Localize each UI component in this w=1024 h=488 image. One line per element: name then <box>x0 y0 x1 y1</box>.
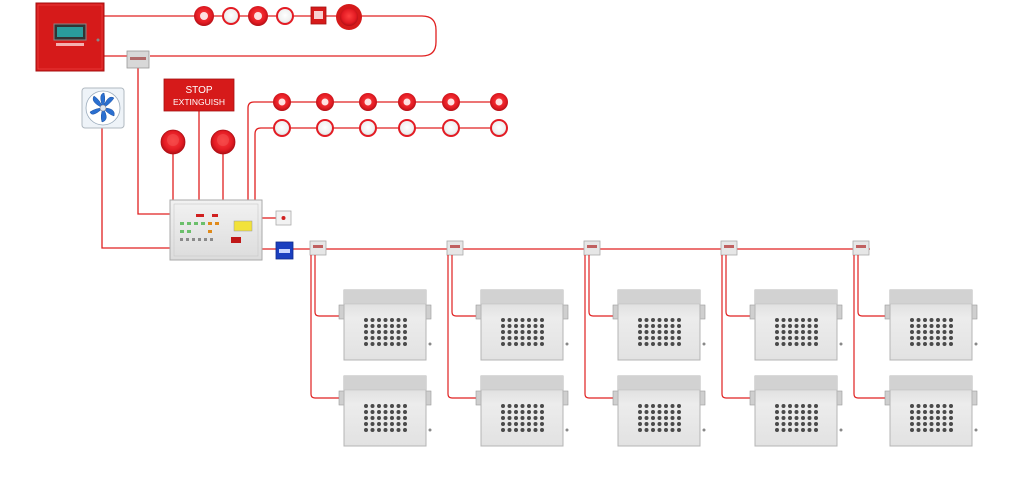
detector-row-zone2 <box>273 119 508 137</box>
heat-detector-icon <box>398 119 416 137</box>
junction-box-icon <box>720 240 738 256</box>
junction-box-icon <box>852 240 870 256</box>
aerosol-generator-icon <box>884 375 978 447</box>
heat-detector-icon <box>359 119 377 137</box>
stop-sign-line2: EXTINGUISH <box>173 97 225 107</box>
smoke-detector-icon <box>194 6 214 26</box>
stop-extinguish-sign: STOP EXTINGUISH <box>163 78 235 112</box>
aerosol-generator-icon <box>884 289 978 361</box>
ventilation-fan-icon <box>81 87 125 129</box>
aerosol-generator-zones <box>309 240 978 447</box>
sounder-beacon-icon <box>336 4 362 30</box>
junction-box-icon <box>583 240 601 256</box>
heat-detector-icon <box>316 119 334 137</box>
detector-row-zone1 <box>273 93 508 111</box>
aerosol-generator-icon <box>749 289 843 361</box>
abort-switch-icon <box>275 210 292 226</box>
heat-detector-icon <box>222 7 240 25</box>
blue-release-module-icon <box>275 241 294 260</box>
interface-module-icon <box>126 50 150 69</box>
aerosol-generator-icon <box>338 375 432 447</box>
smoke-detector-icon <box>442 93 460 111</box>
heat-detector-icon <box>490 119 508 137</box>
fire-alarm-panel-icon <box>35 2 105 72</box>
aerosol-generator-icon <box>338 289 432 361</box>
manual-release-button-icon <box>160 129 186 155</box>
smoke-detector-icon <box>398 93 416 111</box>
heat-detector-icon <box>273 119 291 137</box>
top-loop-devices <box>194 4 362 30</box>
wiring <box>101 15 870 250</box>
smoke-detector-icon <box>490 93 508 111</box>
aerosol-generator-icon <box>612 375 706 447</box>
manual-release-button-icon <box>210 129 236 155</box>
smoke-detector-icon <box>359 93 377 111</box>
aerosol-generator-icon <box>612 289 706 361</box>
extinguishing-control-panel-icon <box>169 199 263 261</box>
manual-call-point-icon <box>310 6 327 25</box>
smoke-detector-icon <box>248 6 268 26</box>
aerosol-generator-icon <box>475 289 569 361</box>
junction-box-icon <box>446 240 464 256</box>
smoke-detector-icon <box>316 93 334 111</box>
stop-sign-line1: STOP <box>185 85 212 96</box>
junction-box-icon <box>309 240 327 256</box>
smoke-detector-icon <box>273 93 291 111</box>
aerosol-generator-icon <box>475 375 569 447</box>
heat-detector-icon <box>442 119 460 137</box>
aerosol-generator-icon <box>749 375 843 447</box>
heat-detector-icon <box>276 7 294 25</box>
